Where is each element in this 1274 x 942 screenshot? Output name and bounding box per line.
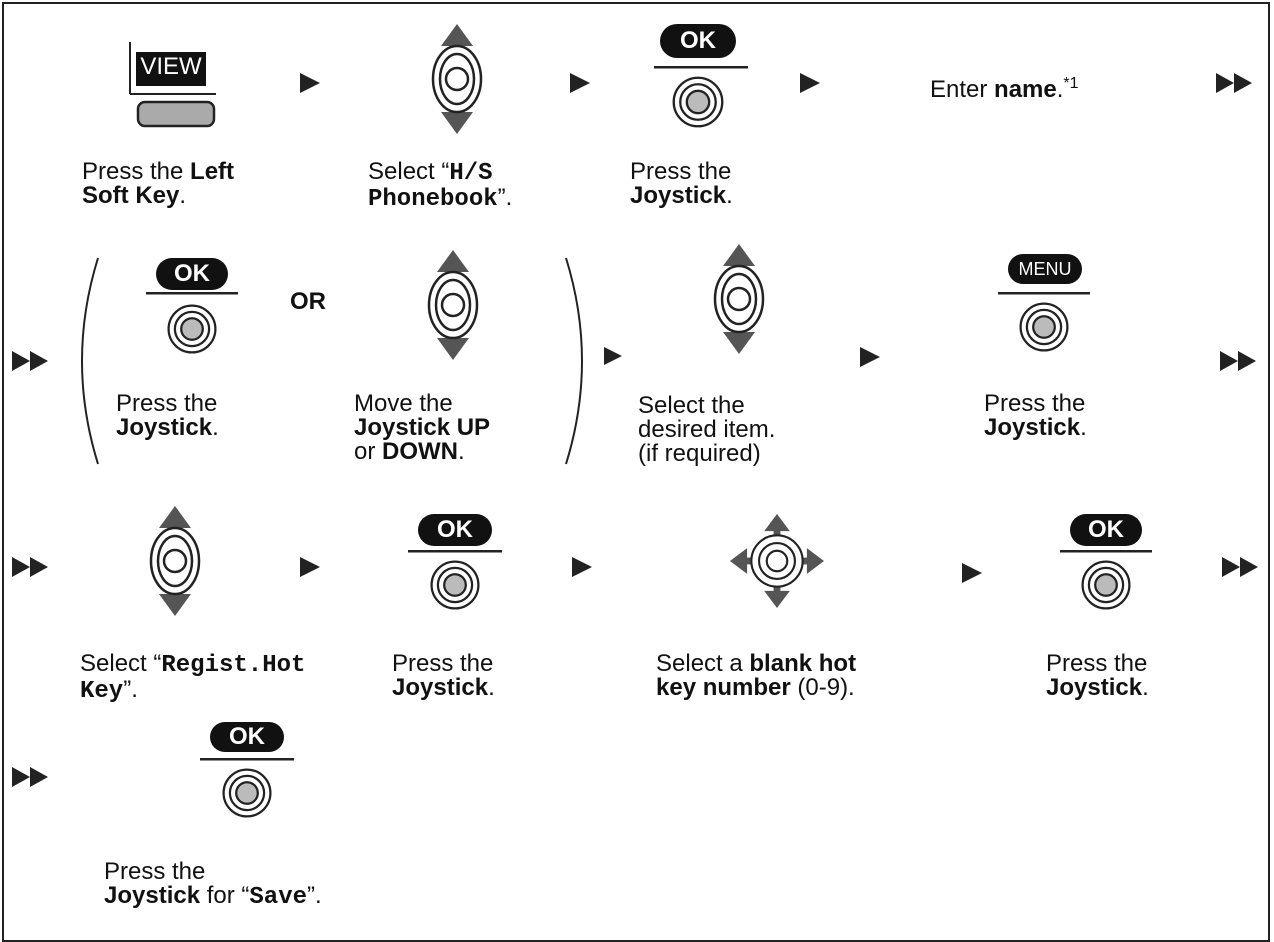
arrow-icon [300, 72, 320, 94]
ok-key-label: OK [1088, 516, 1124, 543]
step-select-blank-hot-key: Select a blank hot key number (0-9). [656, 650, 857, 701]
double-arrow-icon [12, 766, 48, 788]
double-arrow-icon [1222, 556, 1258, 578]
ok-key-icon [1070, 514, 1142, 546]
ok-key-label: OK [174, 260, 210, 287]
step-press-joystick: Press the Joystick. [630, 158, 733, 209]
step-press-joystick: Press the Joystick. [1046, 650, 1149, 701]
double-arrow-icon [1216, 72, 1252, 94]
joystick-up-down-icon [427, 24, 487, 134]
ok-key-label: OK [680, 27, 716, 54]
left-parenthesis [81, 257, 99, 465]
ok-key-icon [418, 514, 492, 546]
arrow-icon [962, 562, 982, 584]
divider-line [654, 66, 748, 69]
arrow-icon [604, 346, 622, 366]
menu-key-icon [1008, 254, 1082, 284]
joystick-press-icon [428, 558, 482, 612]
view-key-label: VIEW [140, 53, 202, 80]
divider-line [200, 758, 294, 761]
double-arrow-icon [12, 556, 48, 578]
joystick-press-icon [670, 74, 726, 130]
divider-line [146, 292, 238, 295]
step-select-desired-item: Select the desired item. (if required) [638, 392, 776, 467]
ok-key-icon [156, 258, 228, 290]
arrow-icon [570, 72, 590, 94]
step-press-joystick-save: Press the Joystick for “Save”. [104, 858, 322, 911]
or-label: OR [290, 288, 326, 315]
step-press-left-soft-key: Press the Left Soft Key. [82, 158, 235, 209]
arrow-icon [800, 72, 820, 94]
joystick-press-icon [220, 766, 274, 820]
left-soft-key-icon [129, 42, 216, 128]
step-select-hs-phonebook: Select “H/S Phonebook”. [368, 158, 513, 213]
step-press-joystick: Press the Joystick. [116, 390, 219, 441]
divider-line [998, 292, 1090, 295]
divider-line [408, 550, 502, 553]
right-parenthesis [565, 257, 583, 465]
double-arrow-icon [12, 350, 48, 372]
step-press-joystick: Press the Joystick. [392, 650, 495, 701]
step-select-regist-hot-key: Select “Regist.Hot Key”. [80, 650, 306, 705]
joystick-up-down-icon [423, 250, 483, 360]
divider-line [1060, 550, 1152, 553]
step-press-joystick: Press the Joystick. [984, 390, 1087, 441]
arrow-icon [572, 556, 592, 578]
ok-key-icon [660, 24, 736, 58]
joystick-up-down-icon [145, 506, 205, 616]
double-arrow-icon [1220, 350, 1256, 372]
joystick-four-way-icon [730, 514, 824, 608]
menu-key-label: MENU [1018, 259, 1072, 279]
joystick-press-icon [165, 302, 219, 356]
arrow-icon [860, 346, 880, 368]
ok-key-icon [210, 722, 284, 752]
step-move-joystick: Move the Joystick UP or DOWN. [354, 390, 491, 465]
arrow-icon [300, 556, 320, 578]
ok-key-label: OK [229, 723, 265, 750]
joystick-press-icon [1017, 300, 1071, 354]
ok-key-label: OK [437, 516, 473, 543]
step-enter-name: Enter name.*1 [930, 75, 1079, 103]
joystick-press-icon [1079, 558, 1133, 612]
joystick-up-down-icon [709, 244, 769, 354]
